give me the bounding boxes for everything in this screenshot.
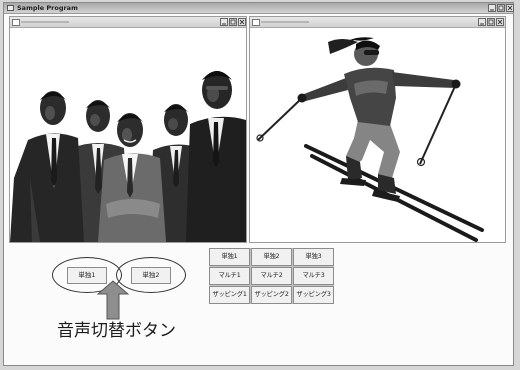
- solo-1-button[interactable]: 単独1: [67, 267, 107, 284]
- left-pane-maximize-button[interactable]: [229, 18, 237, 26]
- right-video-pane[interactable]: [249, 16, 506, 243]
- ski-pole: [257, 97, 303, 141]
- person-figure: [10, 91, 84, 242]
- right-pane-close-button[interactable]: [496, 18, 504, 26]
- left-pane-minimize-button[interactable]: [220, 18, 228, 26]
- maximize-icon: [488, 19, 494, 25]
- window-title-bar[interactable]: Sample Program: [4, 3, 514, 14]
- maximize-button[interactable]: [497, 4, 505, 12]
- left-pane-title-bar[interactable]: [10, 17, 246, 28]
- mode-button-multi-2[interactable]: マルチ2: [251, 267, 292, 285]
- mode-button-grid: 単独1 単独2 単独3 マルチ1 マルチ2 マルチ3 ザッピング1 ザッピング2…: [209, 248, 334, 304]
- business-group-image: [10, 28, 246, 242]
- close-icon: [507, 5, 513, 11]
- mode-button-zapping-1[interactable]: ザッピング1: [209, 286, 250, 304]
- mode-button-solo-1[interactable]: 単独1: [209, 248, 250, 266]
- mode-button-multi-3[interactable]: マルチ3: [293, 267, 334, 285]
- right-pane-maximize-button[interactable]: [487, 18, 495, 26]
- up-arrow-icon: [96, 280, 130, 320]
- skier-image: [250, 28, 505, 242]
- pane-icon: [12, 19, 20, 26]
- maximize-icon: [498, 5, 504, 11]
- close-button[interactable]: [506, 4, 514, 12]
- minimize-icon: [480, 23, 484, 25]
- mode-button-zapping-3[interactable]: ザッピング3: [293, 286, 334, 304]
- minimize-icon: [490, 9, 494, 11]
- left-pane-close-button[interactable]: [238, 18, 246, 26]
- right-pane-title-bar[interactable]: [250, 17, 505, 28]
- window-title: Sample Program: [17, 4, 78, 12]
- left-pane-controls: [220, 18, 246, 26]
- left-video-pane[interactable]: [9, 16, 247, 243]
- right-pane-minimize-button[interactable]: [478, 18, 486, 26]
- person-figure: [186, 71, 246, 242]
- mode-button-solo-3[interactable]: 単独3: [293, 248, 334, 266]
- mode-button-solo-2[interactable]: 単独2: [251, 248, 292, 266]
- mode-button-zapping-2[interactable]: ザッピング2: [251, 286, 292, 304]
- minimize-button[interactable]: [488, 4, 496, 12]
- close-icon: [239, 19, 245, 25]
- ski-pole: [419, 83, 457, 165]
- person-figure: [98, 113, 166, 242]
- mode-button-multi-1[interactable]: マルチ1: [209, 267, 250, 285]
- maximize-icon: [230, 19, 236, 25]
- skier-figure: [297, 37, 461, 202]
- pane-icon: [252, 19, 260, 26]
- close-icon: [497, 19, 503, 25]
- right-pane-controls: [478, 18, 504, 26]
- pane-caption: [261, 21, 309, 23]
- solo-2-button[interactable]: 単独2: [131, 267, 171, 284]
- solo-button-highlight-oval: [116, 257, 186, 293]
- window-controls: [488, 4, 514, 12]
- pane-caption: [21, 21, 69, 23]
- minimize-icon: [222, 23, 226, 25]
- audio-switch-button-label: 音声切替ボタン: [57, 321, 176, 341]
- app-icon: [7, 5, 14, 11]
